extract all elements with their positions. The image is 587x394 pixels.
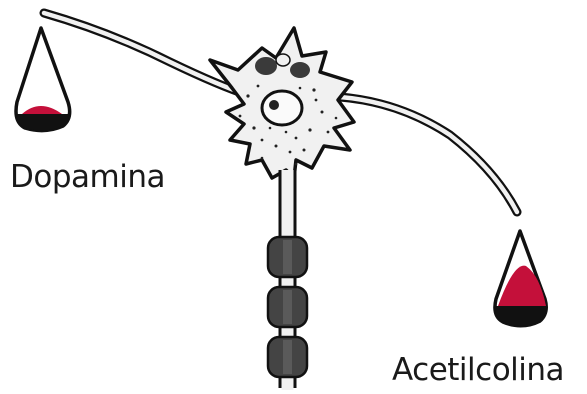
acetilcolina-label: Acetilcolina [392,352,564,388]
myelin-sheath [268,237,307,377]
left-dendrite-arm [44,13,248,95]
dopamina-flask [0,28,100,144]
acetilcolina-flask [480,231,570,336]
nucleus [262,91,302,125]
right-dendrite-arm [340,97,517,212]
dopamina-label: Dopamina [10,159,165,195]
